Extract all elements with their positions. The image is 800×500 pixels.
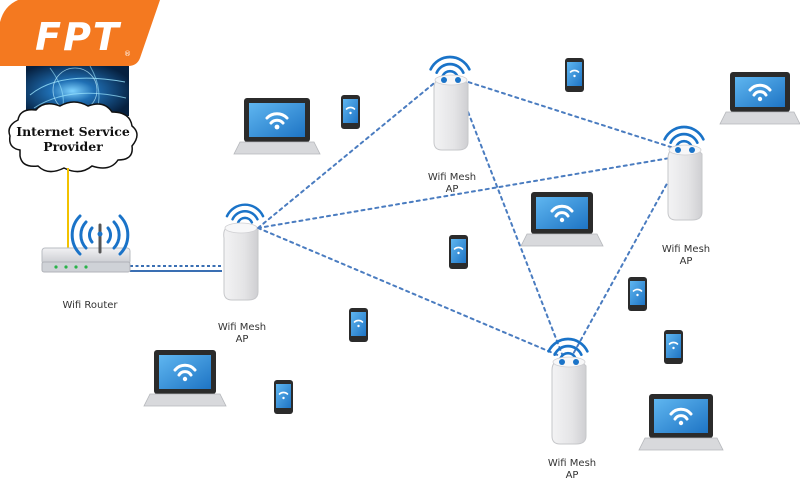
- mesh-link-left-bottom: [257, 227, 561, 357]
- smartphone-icon: [664, 330, 683, 364]
- wifi-router-device: [41, 214, 131, 273]
- router-wifi-signal-icon: [70, 214, 130, 256]
- mesh-ap-right: [663, 125, 705, 221]
- smartphone-icon: [341, 95, 360, 129]
- laptop-icon: [143, 350, 227, 407]
- mesh-link-top-right: [461, 79, 681, 151]
- mesh-link-left-right: [257, 157, 671, 229]
- mesh-ap-top-label: Wifi Mesh AP: [427, 172, 477, 195]
- fpt-logo-badge: [0, 0, 160, 66]
- smartphone-icon: [628, 277, 647, 311]
- network-links: [67, 79, 681, 357]
- laptop-icon: [233, 98, 321, 155]
- wifi-router-label: Wifi Router: [62, 300, 118, 311]
- fpt-logo: FPT ®: [0, 0, 160, 66]
- smartphone-icon: [274, 380, 293, 414]
- mesh-ap-left: [223, 203, 265, 301]
- laptop-icon: [520, 192, 604, 247]
- mesh-link-left-top: [257, 79, 439, 229]
- isp-cloud-icon: [8, 101, 138, 173]
- isp-label: Internet Service Provider: [16, 124, 130, 154]
- wifi-signal-icon: [547, 337, 589, 360]
- smartphone-icon: [349, 308, 368, 342]
- mesh-ap-bottom-label: Wifi Mesh AP: [547, 458, 597, 481]
- fpt-logo-text: FPT: [35, 15, 122, 59]
- wifi-signal-icon: [225, 203, 265, 224]
- wifi-signal-icon: [663, 125, 705, 148]
- mesh-ap-top: [429, 55, 471, 151]
- laptop-icon: [638, 394, 724, 451]
- fpt-logo-reg-mark: ®: [124, 50, 131, 58]
- mesh-ap-right-label: Wifi Mesh AP: [661, 244, 711, 267]
- mesh-ap-left-label: Wifi Mesh AP: [217, 322, 267, 345]
- mesh-link-right-bottom: [571, 159, 681, 357]
- laptop-icon: [719, 72, 800, 125]
- mesh-ap-bottom: [547, 337, 589, 445]
- smartphone-icon: [449, 235, 468, 269]
- smartphone-icon: [565, 58, 584, 92]
- wifi-signal-icon: [429, 55, 471, 78]
- mesh-link-top-bottom: [457, 85, 563, 355]
